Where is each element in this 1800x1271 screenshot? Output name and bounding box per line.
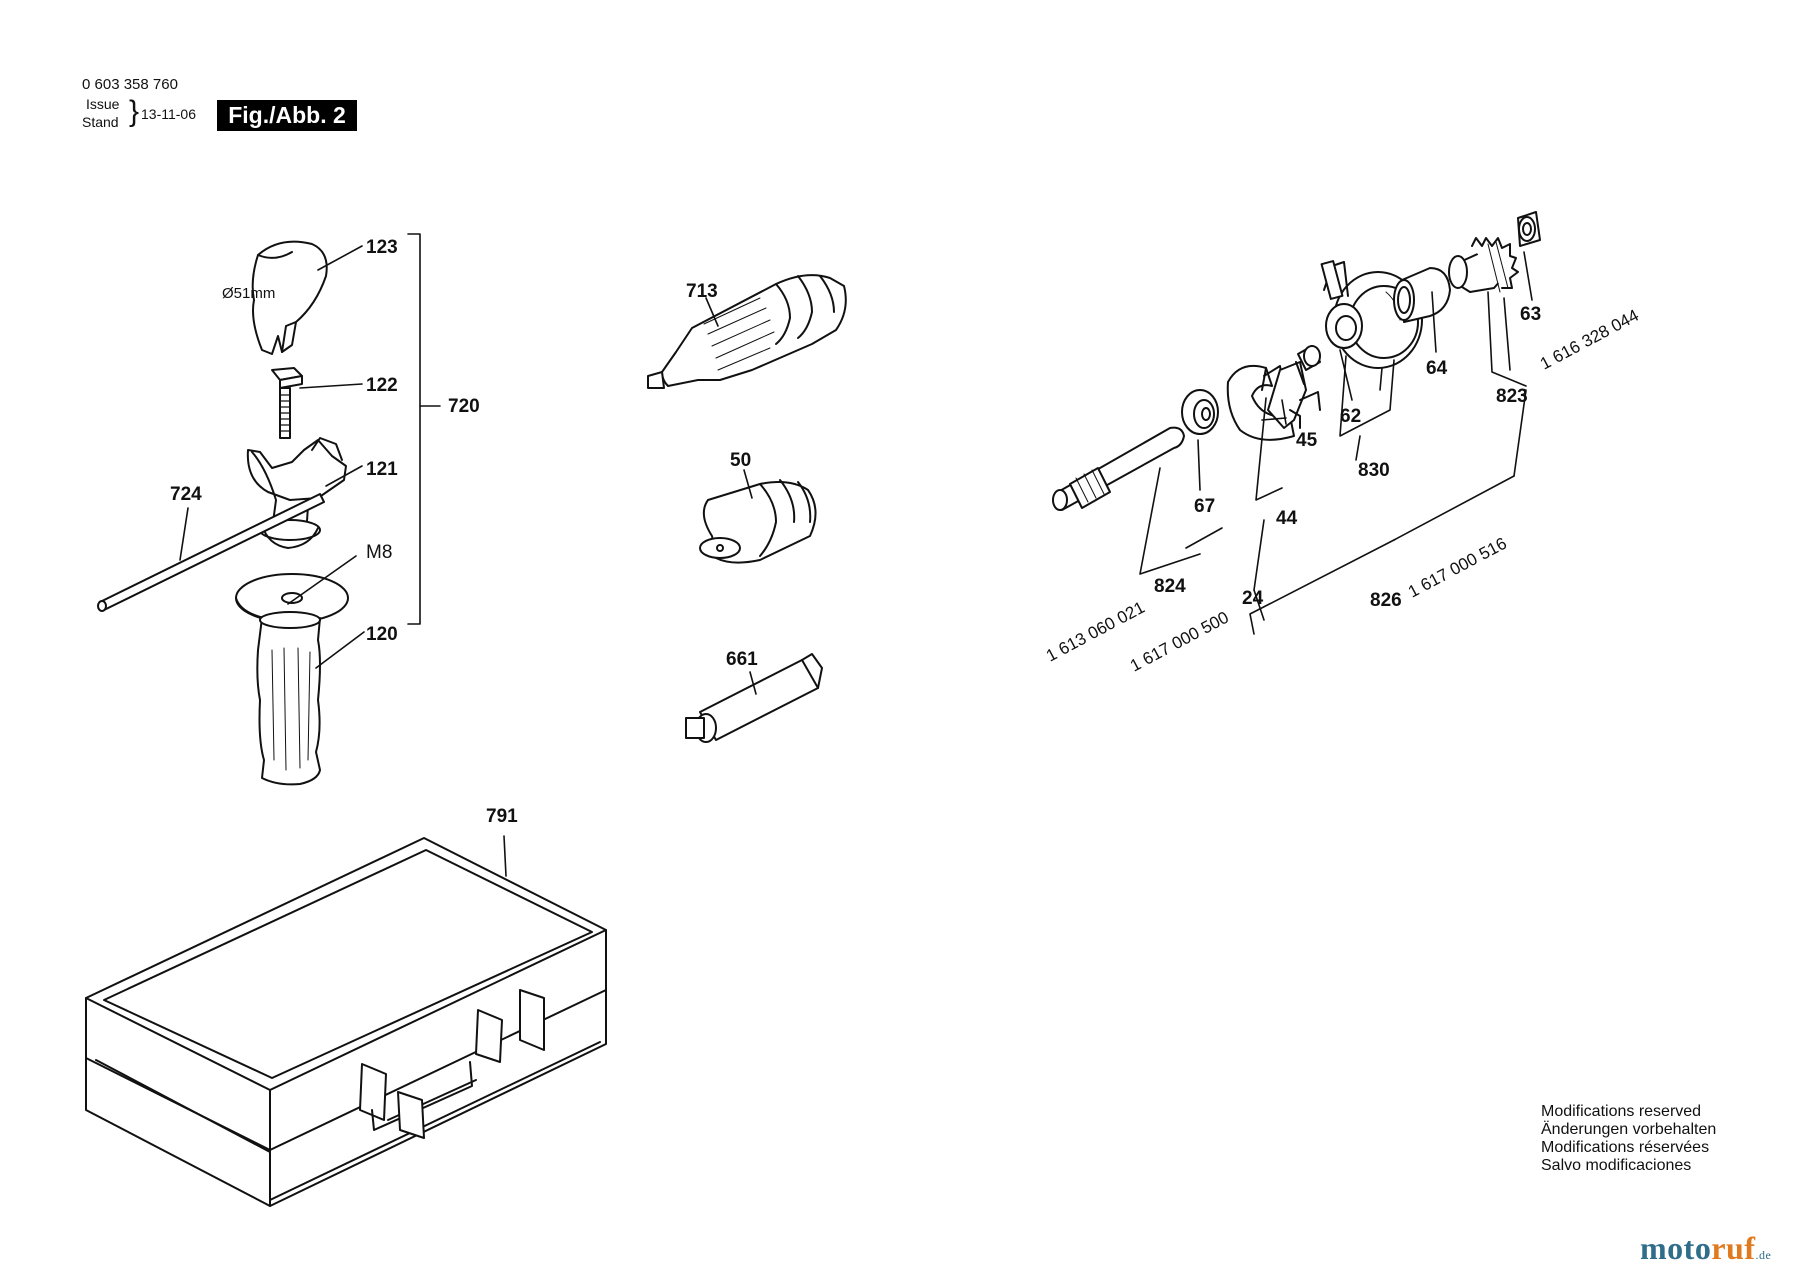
needle-bearing-drawing [1393,267,1451,323]
kit-number-24: 1 617 000 500 [1127,608,1232,676]
intermediate-shaft-drawing [1052,426,1185,511]
figure-label: Fig./Abb. 2 [217,100,357,131]
clutch-spring-drawing [1267,361,1321,429]
label-45: 45 [1296,430,1318,451]
label-63: 63 [1520,304,1541,325]
label-830: 830 [1358,460,1390,481]
chuck-sleeve-drawing [699,479,817,564]
label-m8: M8 [366,542,392,563]
grease-tube-drawing [685,653,823,743]
label-120: 120 [366,624,398,645]
leader-lines-right [1139,251,1533,635]
label-724: 724 [170,484,202,505]
label-62: 62 [1340,406,1361,427]
carry-case-drawing [85,837,607,1207]
label-713: 713 [686,281,718,302]
modification-notes: Modifications reserved Änderungen vorbeh… [1541,1103,1716,1175]
note-line: Salvo modificaciones [1541,1157,1692,1174]
needle-sleeve-drawing [1297,345,1321,371]
label-44: 44 [1276,508,1298,529]
label-122: 122 [366,375,398,396]
kit-number-826: 1 617 000 516 [1405,534,1510,602]
label-50: 50 [730,450,751,471]
handle-clamp-drawing [246,437,347,549]
note-line: Modifications reserved [1541,1103,1702,1120]
label-791: 791 [486,806,518,827]
label-720: 720 [448,396,480,417]
note-line: Änderungen vorbehalten [1541,1121,1717,1138]
clamp-screw-drawing [271,367,303,439]
pinion-gear-drawing [1448,237,1519,293]
issue-date: 13-11-06 [141,106,197,122]
leader-lines-middle [503,297,757,877]
label-123: 123 [366,237,398,258]
grip-handle-drawing [235,573,349,786]
label-823: 823 [1496,386,1528,407]
doc-number: 0 603 358 760 [82,76,178,93]
depth-stop-cap-drawing [251,240,328,355]
bushing-drawing [1517,211,1541,247]
keyless-chuck-drawing [647,274,847,389]
label-diameter: Ø51mm [222,285,275,302]
brace-symbol: } [129,95,140,128]
note-line: Modifications réservées [1541,1139,1710,1156]
leader-lines-left [179,233,441,669]
brand-logo: motoruf.de [1640,1230,1772,1266]
ball-bearing-drawing [1181,389,1219,435]
kit-number-823: 1 616 328 044 [1537,306,1642,374]
label-64: 64 [1426,358,1448,379]
label-824: 824 [1154,576,1186,597]
issue-label: Issue [86,96,120,112]
label-24: 24 [1242,588,1264,609]
label-826: 826 [1370,590,1402,611]
label-67: 67 [1194,496,1215,517]
label-121: 121 [366,459,398,480]
depth-rod-drawing [97,493,325,612]
stand-label: Stand [82,114,119,130]
label-661: 661 [726,649,758,670]
